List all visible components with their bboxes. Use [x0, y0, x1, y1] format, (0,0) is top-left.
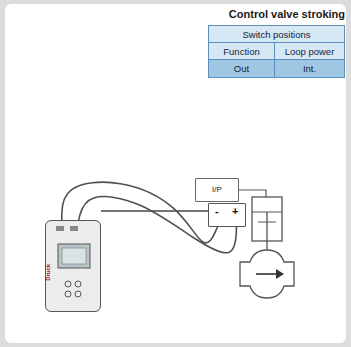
node-text: - — [215, 205, 219, 217]
ip-converter: I/P — [195, 178, 239, 202]
calibrator-display — [58, 244, 90, 268]
panel — [5, 4, 346, 343]
display-window — [62, 248, 86, 264]
calibrator-body — [45, 220, 101, 312]
calibrator-keypad — [65, 281, 81, 297]
calibrator: Druck — [45, 220, 101, 312]
table-cell: Switch positions — [208, 25, 345, 43]
table-cell: Loop power — [274, 42, 345, 60]
socket — [70, 226, 78, 231]
table-cell: Int. — [274, 59, 345, 78]
table-cell: Function — [208, 42, 275, 60]
flow-arrowhead — [276, 269, 284, 279]
air-pipe — [239, 190, 266, 197]
node-text: + — [232, 205, 238, 217]
title: Control valve stroking — [229, 8, 345, 20]
terminal-block: -+ — [208, 203, 246, 227]
flow-arrow — [256, 273, 276, 275]
socket — [56, 226, 64, 231]
signal-line — [101, 210, 208, 212]
node-text: I/P — [196, 186, 238, 195]
valve-body — [240, 250, 294, 298]
node-text: Druck — [45, 264, 52, 281]
spring-plate — [258, 222, 276, 223]
table-cell: Out — [208, 59, 275, 78]
